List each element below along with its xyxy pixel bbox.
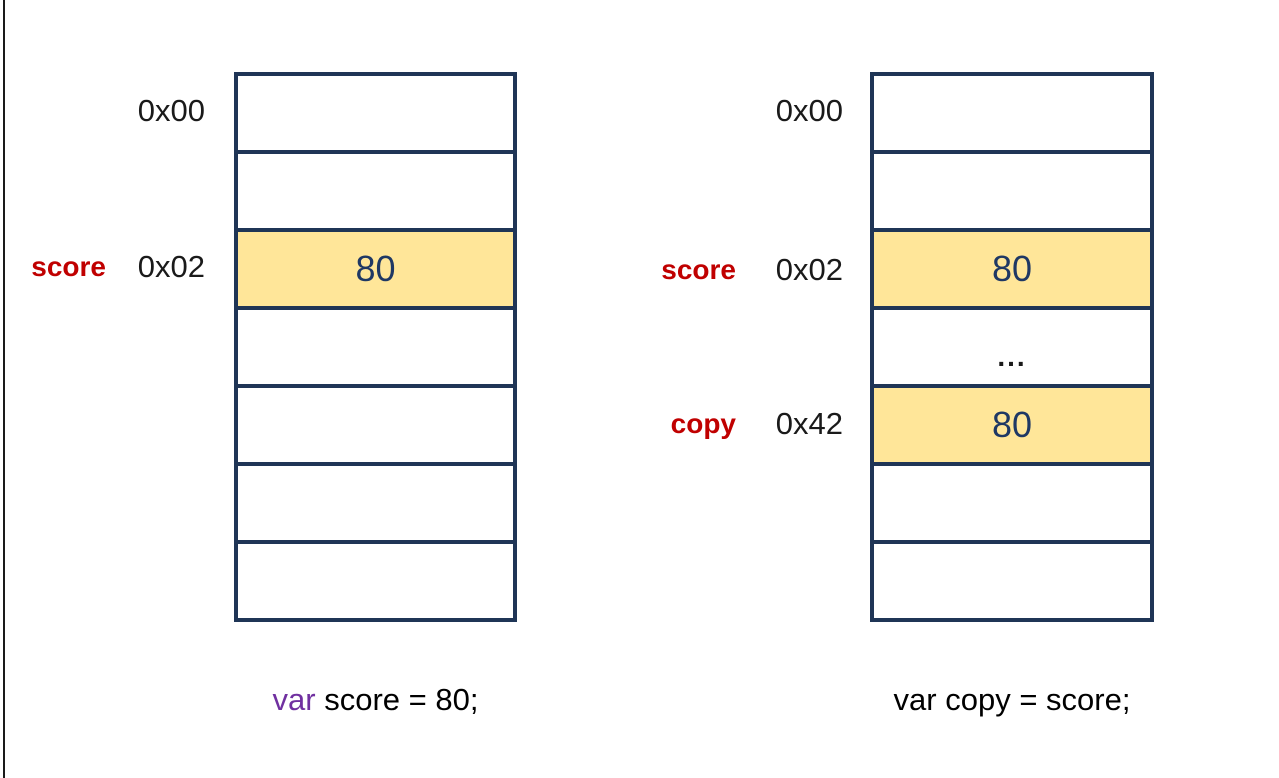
- memory-cell: [874, 154, 1150, 232]
- memory-cell-highlighted-score: 80: [238, 232, 513, 310]
- code-caption-right: var copy = score;: [870, 678, 1154, 722]
- variable-label-left-score: score: [31, 251, 106, 282]
- address-label-right-0x00: 0x00: [775, 93, 843, 128]
- memory-column-right: 80 ... 80: [870, 72, 1154, 622]
- cell-value: 80: [991, 248, 1033, 289]
- code-text: score = 80;: [315, 682, 479, 717]
- code-caption-left: var score = 80;: [234, 678, 517, 722]
- memory-cell-highlighted-score: 80: [874, 232, 1150, 310]
- memory-cell: [238, 466, 513, 544]
- memory-cell-highlighted-copy: 80: [874, 388, 1150, 466]
- memory-cell: [874, 466, 1150, 544]
- variable-label-right-copy: copy: [670, 408, 736, 439]
- memory-cell: [874, 76, 1150, 154]
- cell-value: 80: [991, 404, 1033, 445]
- address-label-left-0x02: 0x02: [137, 249, 205, 284]
- memory-cell: [238, 154, 513, 232]
- slide-edge-line: [3, 0, 5, 778]
- memory-cell: [238, 76, 513, 154]
- code-text: var copy = score;: [893, 682, 1131, 717]
- cell-value: 80: [355, 248, 396, 289]
- memory-cell-ellipsis: ...: [874, 310, 1150, 388]
- address-label-left-0x00: 0x00: [137, 93, 205, 128]
- memory-column-left: 80: [234, 72, 517, 622]
- keyword-var: var: [272, 682, 316, 717]
- memory-cell: [238, 388, 513, 466]
- address-label-right-0x02: 0x02: [775, 252, 843, 287]
- memory-cell: [238, 310, 513, 388]
- memory-cell: [238, 544, 513, 618]
- ellipsis-text: ...: [997, 341, 1027, 372]
- memory-cell: [874, 544, 1150, 618]
- variable-label-right-score: score: [661, 254, 736, 285]
- address-label-right-0x42: 0x42: [775, 406, 843, 441]
